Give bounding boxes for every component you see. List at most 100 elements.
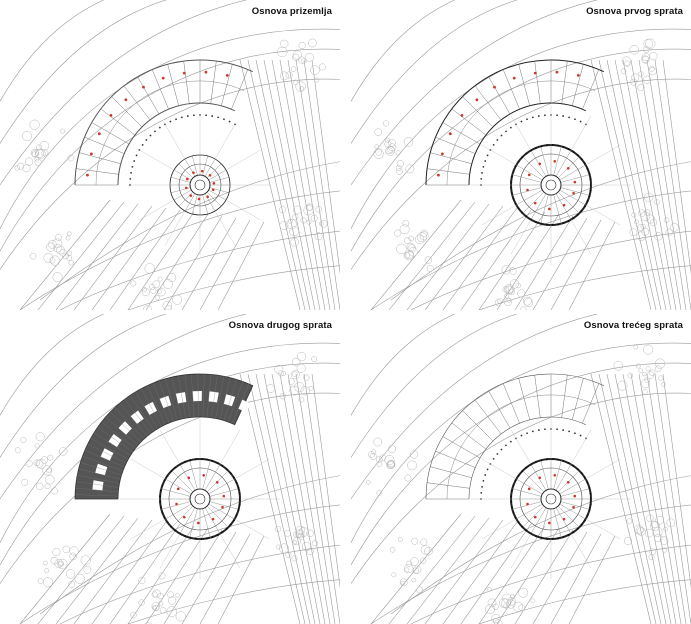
tree-icon xyxy=(306,547,314,555)
rotunda-column xyxy=(514,202,517,205)
roof-rib xyxy=(219,377,231,420)
tree-icon xyxy=(318,63,326,71)
site-curve xyxy=(0,314,248,500)
rotunda-partition xyxy=(189,508,198,538)
roof-rib xyxy=(135,391,158,429)
rotunda-column xyxy=(583,519,586,522)
rotunda-column xyxy=(216,462,219,465)
tree-icon xyxy=(298,527,309,537)
radial-path xyxy=(481,204,517,226)
room-partition xyxy=(582,383,600,424)
radial-path xyxy=(585,204,621,226)
tree-icon xyxy=(410,557,419,566)
outer-wall xyxy=(425,59,605,186)
tree-icon xyxy=(385,147,393,155)
tree-icon xyxy=(636,527,646,536)
tree-icon xyxy=(301,541,311,552)
rotunda-column xyxy=(237,509,240,512)
rotunda-partition xyxy=(559,164,586,181)
tree-icon xyxy=(22,131,32,141)
column-dot xyxy=(537,429,540,431)
room-partition xyxy=(167,64,180,106)
tree-icon xyxy=(44,483,51,490)
column-dot xyxy=(505,444,507,447)
third-floor-title: Osnova trećeg sprata xyxy=(581,320,685,331)
skylight xyxy=(100,448,114,461)
rotunda-partition xyxy=(202,508,211,538)
roof-rib xyxy=(78,468,121,480)
tree-cluster xyxy=(373,38,679,310)
tree-icon xyxy=(141,288,150,296)
tree-icon xyxy=(172,294,183,305)
rotunda-partition xyxy=(204,464,221,491)
room-partition xyxy=(183,61,190,104)
rotunda-partition xyxy=(540,460,549,490)
tree-icon xyxy=(66,255,73,261)
tree-icon xyxy=(369,452,377,460)
tree-icon xyxy=(640,223,646,230)
site-curve xyxy=(351,0,599,186)
tree-icon xyxy=(35,459,44,468)
radial-path xyxy=(130,518,166,540)
radial-path xyxy=(219,533,241,569)
tree-icon xyxy=(164,305,173,310)
tree-icon xyxy=(21,478,29,486)
tree-icon xyxy=(507,597,517,606)
rotunda-column xyxy=(525,466,528,469)
tree-icon xyxy=(400,580,406,586)
column-dot xyxy=(579,120,582,123)
rotunda-furniture xyxy=(572,505,575,509)
rotunda-furniture xyxy=(202,473,206,477)
tree-icon xyxy=(509,267,517,275)
skylight xyxy=(238,399,251,413)
rotunda-partition xyxy=(522,156,545,179)
rotunda-partition xyxy=(512,187,542,196)
track-line xyxy=(247,59,306,310)
tree-icon xyxy=(660,381,666,387)
room-partition xyxy=(502,69,520,110)
rotunda-partition xyxy=(553,508,562,538)
room-partition xyxy=(442,122,481,145)
furniture-mark xyxy=(142,85,145,89)
tree-icon xyxy=(424,256,433,264)
rotunda-column xyxy=(530,532,532,535)
tree-icon xyxy=(645,214,655,224)
rotunda-column xyxy=(205,458,208,461)
roof-rib xyxy=(105,416,139,446)
rotunda-column xyxy=(510,181,513,184)
roof-rib xyxy=(184,374,191,418)
rotunda-column xyxy=(512,170,515,173)
tree-icon xyxy=(52,238,63,249)
column-dot xyxy=(568,116,571,119)
rotunda-column xyxy=(200,458,203,461)
site-curve xyxy=(59,230,340,310)
road-line xyxy=(55,203,139,310)
room-partition xyxy=(430,466,472,479)
rotunda-column xyxy=(521,156,524,159)
road-line xyxy=(19,199,111,310)
rotunda-column xyxy=(586,167,589,170)
room-partition xyxy=(474,85,502,121)
tree-icon xyxy=(296,351,307,362)
road-line xyxy=(424,519,504,624)
roof-rib xyxy=(101,421,136,449)
tree-icon xyxy=(52,272,63,283)
column-dot xyxy=(129,177,132,180)
tree-icon xyxy=(292,537,302,546)
rotunda-column xyxy=(556,223,559,226)
rotunda-column xyxy=(221,531,224,534)
tree-icon xyxy=(50,255,61,266)
tree-icon xyxy=(318,221,324,227)
column-dot xyxy=(217,116,220,119)
tree-icon xyxy=(368,451,375,458)
column-dot xyxy=(562,115,565,117)
radial-path xyxy=(225,149,261,171)
rotunda-furniture xyxy=(192,171,195,174)
second-floor-plan-drawing xyxy=(0,314,340,624)
furniture-mark xyxy=(161,76,165,80)
tree-icon xyxy=(420,557,427,564)
room-partition xyxy=(474,399,502,435)
tree-icon xyxy=(29,119,40,130)
rotunda-column xyxy=(159,500,162,503)
rotunda-column xyxy=(170,470,173,473)
